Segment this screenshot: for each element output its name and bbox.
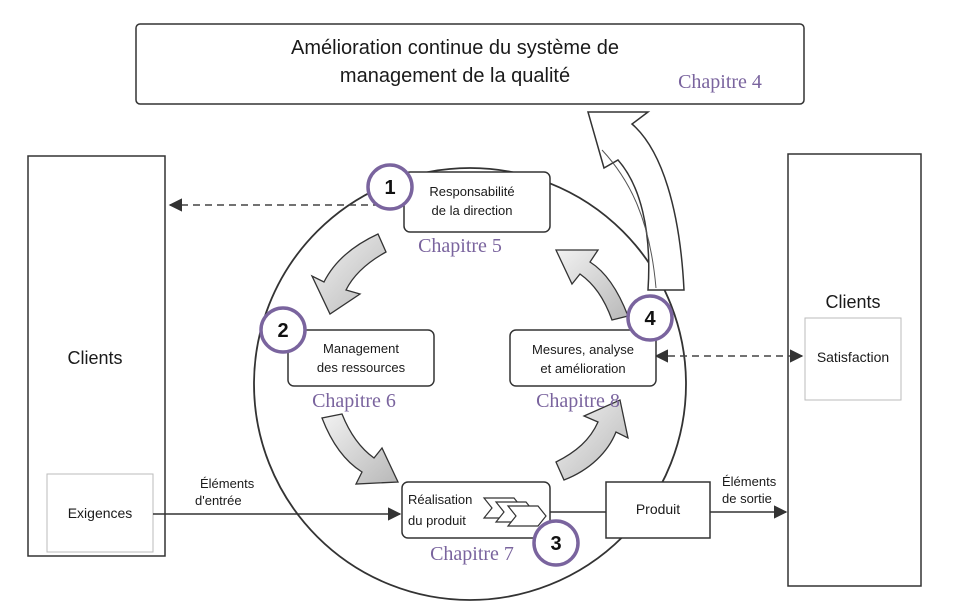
process-3-line-2: du produit [408, 513, 466, 528]
banner-line-1: Amélioration continue du système de [291, 37, 619, 59]
badge-3: 3 [532, 519, 580, 567]
chapter-8-label: Chapitre 8 [536, 390, 620, 412]
banner-box [135, 23, 805, 105]
cycle-arrow-3-to-4-icon [555, 399, 629, 481]
product-box [605, 481, 711, 539]
svg-text:3: 3 [550, 533, 561, 555]
chapter-6-label: Chapitre 6 [312, 390, 396, 412]
satisfaction-label: Satisfaction [817, 349, 889, 365]
satisfaction-box [804, 317, 902, 401]
badge-2: 2 [259, 306, 307, 354]
chapter-4-label: Chapitre 4 [678, 71, 762, 93]
badge-1: 1 [366, 163, 414, 211]
input-label-line-2: d'entrée [195, 493, 242, 508]
process-4-line-1: Mesures, analyse [532, 342, 634, 357]
process-1-line-2: de la direction [432, 203, 513, 218]
process-2-box [287, 329, 435, 387]
process-4-line-2: et amélioration [540, 361, 625, 376]
badge-4: 4 [626, 294, 674, 342]
process-1-box [403, 171, 551, 233]
process-3-line-1: Réalisation [408, 492, 472, 507]
output-label-line-2: de sortie [722, 491, 772, 506]
input-label-line-1: Éléments [200, 476, 255, 491]
improvement-arrow-icon [587, 111, 685, 291]
requirements-label: Exigences [68, 505, 133, 521]
product-label: Produit [636, 501, 680, 517]
svg-text:2: 2 [277, 320, 288, 342]
process-4-box [509, 329, 657, 387]
chapter-5-label: Chapitre 5 [418, 235, 502, 257]
cycle-arrow-1-to-2-icon [310, 233, 387, 315]
process-2-line-1: Management [323, 341, 399, 356]
cycle-arrow-4-to-1-icon [554, 249, 629, 321]
svg-text:4: 4 [644, 308, 656, 330]
svg-text:1: 1 [384, 177, 395, 199]
process-2-line-2: des ressources [317, 360, 406, 375]
output-label-line-1: Éléments [722, 474, 777, 489]
flow-chevrons-icon [482, 497, 547, 527]
chapter-7-label: Chapitre 7 [430, 543, 514, 565]
requirements-box [46, 473, 154, 553]
banner-line-2: management de la qualité [340, 65, 570, 87]
right-clients-title: Clients [825, 292, 880, 312]
left-clients-title: Clients [67, 348, 122, 368]
cycle-arrow-2-to-3-icon [321, 413, 400, 485]
process-1-line-1: Responsabilité [429, 184, 514, 199]
